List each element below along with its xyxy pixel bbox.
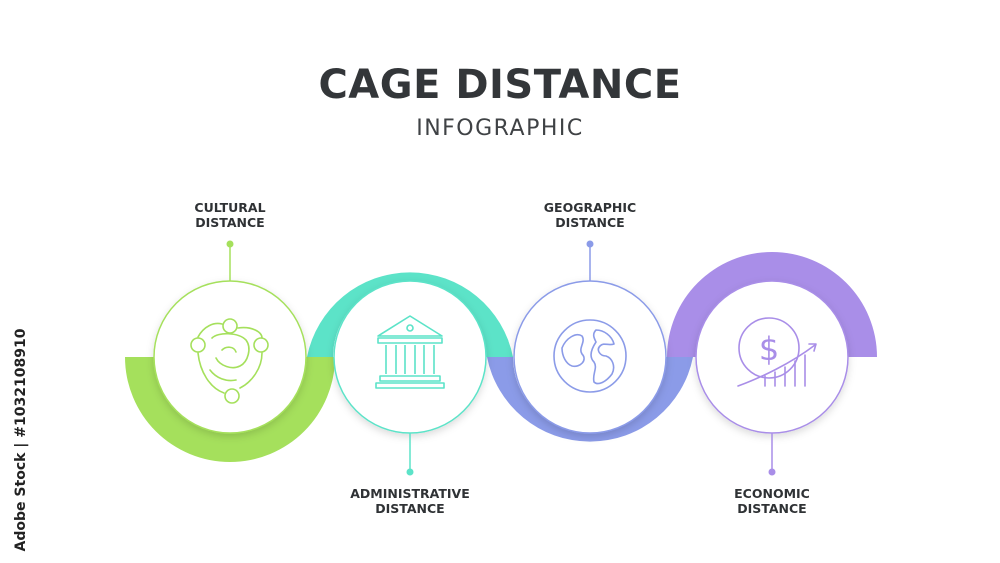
wave-segment-economic [667, 252, 877, 357]
page-subtitle: INFOGRAPHIC [416, 116, 584, 141]
circle-geographic [513, 280, 667, 434]
connector-cultural [226, 240, 234, 281]
connector-geographic [586, 240, 594, 281]
government-building-icon [375, 315, 445, 389]
page-title: CAGE DISTANCE [318, 62, 682, 108]
connector-administrative [406, 433, 414, 476]
stock-watermark-strip: Adobe Stock | #1032108910 [0, 0, 40, 563]
circle-administrative [333, 280, 487, 434]
people-circle-icon [190, 318, 269, 404]
stock-watermark-text: Adobe Stock | #1032108910 [13, 328, 29, 552]
svg-text:$: $ [759, 330, 779, 368]
wave-segment-geographic [487, 357, 693, 442]
wave-segment-cultural [125, 357, 335, 462]
dollar-growth-icon: $ [737, 317, 817, 387]
connector-economic [768, 433, 776, 476]
globe-icon [553, 319, 627, 393]
circle-cultural [153, 280, 307, 434]
wave-segment-administrative [307, 272, 513, 357]
